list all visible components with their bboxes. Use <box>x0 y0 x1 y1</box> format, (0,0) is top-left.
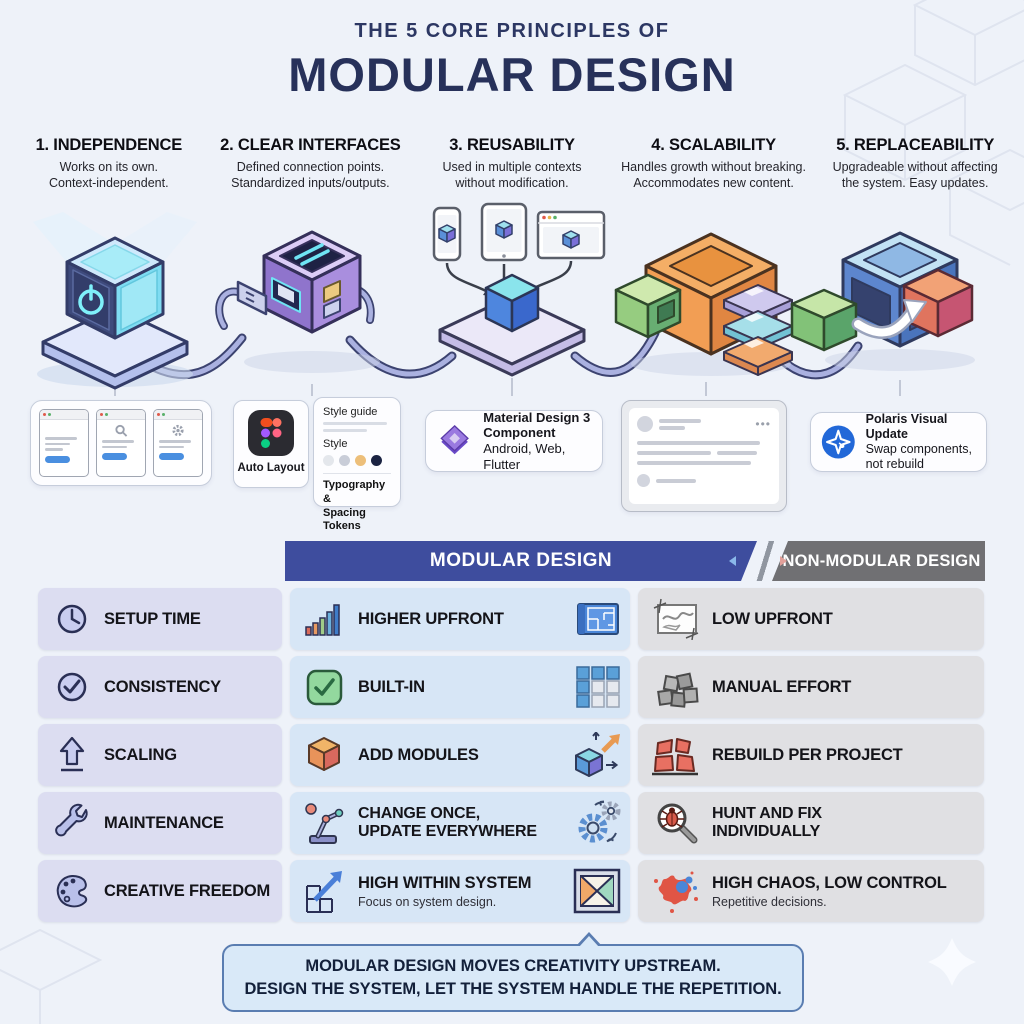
auto-layout-card: Auto Layout <box>233 400 309 488</box>
clock-icon <box>52 599 92 639</box>
gears-icon <box>572 799 622 847</box>
blueprint-icon <box>574 599 622 639</box>
summary-callout: MODULAR DESIGN MOVES CREATIVITY UPSTREAM… <box>222 932 804 1012</box>
tokens-label: Typography &Spacing Tokens <box>323 479 386 533</box>
title-eyebrow: THE 5 CORE PRINCIPLES OF <box>354 20 670 42</box>
usb-plug-icon <box>236 280 268 316</box>
checkbox-icon <box>302 667 348 707</box>
ui-screens-card <box>30 400 212 486</box>
new-module <box>902 268 974 338</box>
mini-window-3 <box>153 409 203 477</box>
table-cell-nonmodular-maintenance: HUNT AND FIX INDIVIDUALLY <box>638 792 984 854</box>
polaris-text: Polaris Visual Update Swap components,no… <box>865 412 972 471</box>
table-row-label-creative-freedom: CREATIVE FREEDOM <box>38 860 282 922</box>
illustration-band <box>33 202 975 396</box>
swap-arrow-icon <box>851 299 927 339</box>
sketch-icon <box>652 598 700 640</box>
page-title: MODULAR DESIGN <box>288 48 736 101</box>
browser-window-icon <box>536 210 606 260</box>
table-row-label-consistency: CONSISTENCY <box>38 656 282 718</box>
document-card: ••• <box>621 400 787 512</box>
style-label: Style <box>323 438 348 450</box>
gear-icon <box>172 424 184 437</box>
grid-arrow-icon <box>302 868 348 914</box>
swap-cube-illustration <box>790 231 975 371</box>
principle-scalability: 4. SCALABILITY Handles growth without br… <box>621 136 806 191</box>
tablet-icon <box>480 202 528 262</box>
polaris-card: Polaris Visual Update Swap components,no… <box>810 412 987 472</box>
modular-design-header: MODULAR DESIGN <box>285 541 757 581</box>
style-guide-title: Style guide <box>323 406 378 418</box>
multi-device-cube-illustration <box>432 202 606 377</box>
table-row-label-maintenance: MAINTENANCE <box>38 792 282 854</box>
comparison-table: SETUP TIME HIGHER UPFRONT LOW UPFRONT CO… <box>38 588 986 922</box>
auto-layout-label: Auto Layout <box>237 462 305 474</box>
style-guide-card: Style guide Style Typography &Spacing To… <box>313 397 401 532</box>
broken-blocks-icon <box>652 733 700 777</box>
right-arrow-marker <box>780 556 787 566</box>
table-cell-nonmodular-scaling: REBUILD PER PROJECT <box>638 724 984 786</box>
principles-row: 1. INDEPENDENCE Works on its own.Context… <box>8 136 1016 192</box>
table-cell-nonmodular-creative: HIGH CHAOS, LOW CONTROL Repetitive decis… <box>638 860 984 922</box>
paint-splatter-icon <box>652 868 700 914</box>
non-modular-design-header: NON-MODULAR DESIGN <box>772 541 985 581</box>
principle-clear-interfaces: 2. CLEAR INTERFACES Defined connection p… <box>220 136 401 191</box>
powered-cube-illustration <box>33 212 197 390</box>
component-grid-icon <box>574 665 622 709</box>
power-icon <box>78 284 104 315</box>
callout-line-2: DESIGN THE SYSTEM, LET THE SYSTEM HANDLE… <box>244 980 782 998</box>
figma-icon <box>248 410 294 456</box>
color-swatches <box>323 455 391 466</box>
mini-window-1 <box>39 409 89 477</box>
table-row-label-scaling: SCALING <box>38 724 282 786</box>
search-icon <box>115 424 128 437</box>
table-cell-modular-maintenance: CHANGE ONCE, UPDATE EVERYWHERE <box>290 792 630 854</box>
check-circle-icon <box>52 667 92 707</box>
more-options-icon: ••• <box>755 417 771 431</box>
table-cell-nonmodular-consistency: MANUAL EFFORT <box>638 656 984 718</box>
material-design-icon <box>440 425 469 455</box>
table-cell-modular-consistency: BUILT-IN <box>290 656 630 718</box>
blocks-pile-icon <box>652 666 700 708</box>
table-row-label-setup-time: SETUP TIME <box>38 588 282 650</box>
mini-window-2 <box>96 409 146 477</box>
bug-magnifier-icon <box>652 800 700 846</box>
green-module <box>614 273 682 339</box>
principle-replaceability: 5. REPLACEABILITY Upgradeable without af… <box>832 136 998 191</box>
principle-reusability: 3. REUSABILITY Used in multiple contexts… <box>442 136 582 191</box>
phone-icon <box>432 206 462 262</box>
canvas-icon <box>572 868 622 914</box>
old-module <box>790 288 858 352</box>
cube-expand-icon <box>572 732 622 778</box>
post-mockup: ••• <box>629 408 779 504</box>
usb-cube-illustration <box>215 230 380 373</box>
connector-lines <box>114 378 901 396</box>
title-block: THE 5 CORE PRINCIPLES OF MODULAR DESIGN <box>0 20 1024 102</box>
left-arrow-marker <box>729 556 736 566</box>
cube-icon <box>302 735 348 775</box>
polaris-icon <box>821 425 855 459</box>
principle-independence: 1. INDEPENDENCE Works on its own.Context… <box>35 136 183 191</box>
header-slash-divider <box>752 541 778 581</box>
table-cell-nonmodular-setup: LOW UPFRONT <box>638 588 984 650</box>
content-trays <box>723 284 793 376</box>
bar-chart-icon <box>302 599 348 639</box>
callout-line-1: MODULAR DESIGN MOVES CREATIVITY UPSTREAM… <box>305 956 721 975</box>
expanding-cube-illustration <box>614 232 793 376</box>
table-cell-modular-scaling: ADD MODULES <box>290 724 630 786</box>
robot-arm-icon <box>302 800 348 846</box>
wrench-icon <box>52 802 92 844</box>
table-cell-modular-creative: HIGH WITHIN SYSTEM Focus on system desig… <box>290 860 630 922</box>
palette-icon <box>52 871 92 911</box>
arrow-up-icon <box>52 734 92 776</box>
table-cell-modular-setup: HIGHER UPFRONT <box>290 588 630 650</box>
